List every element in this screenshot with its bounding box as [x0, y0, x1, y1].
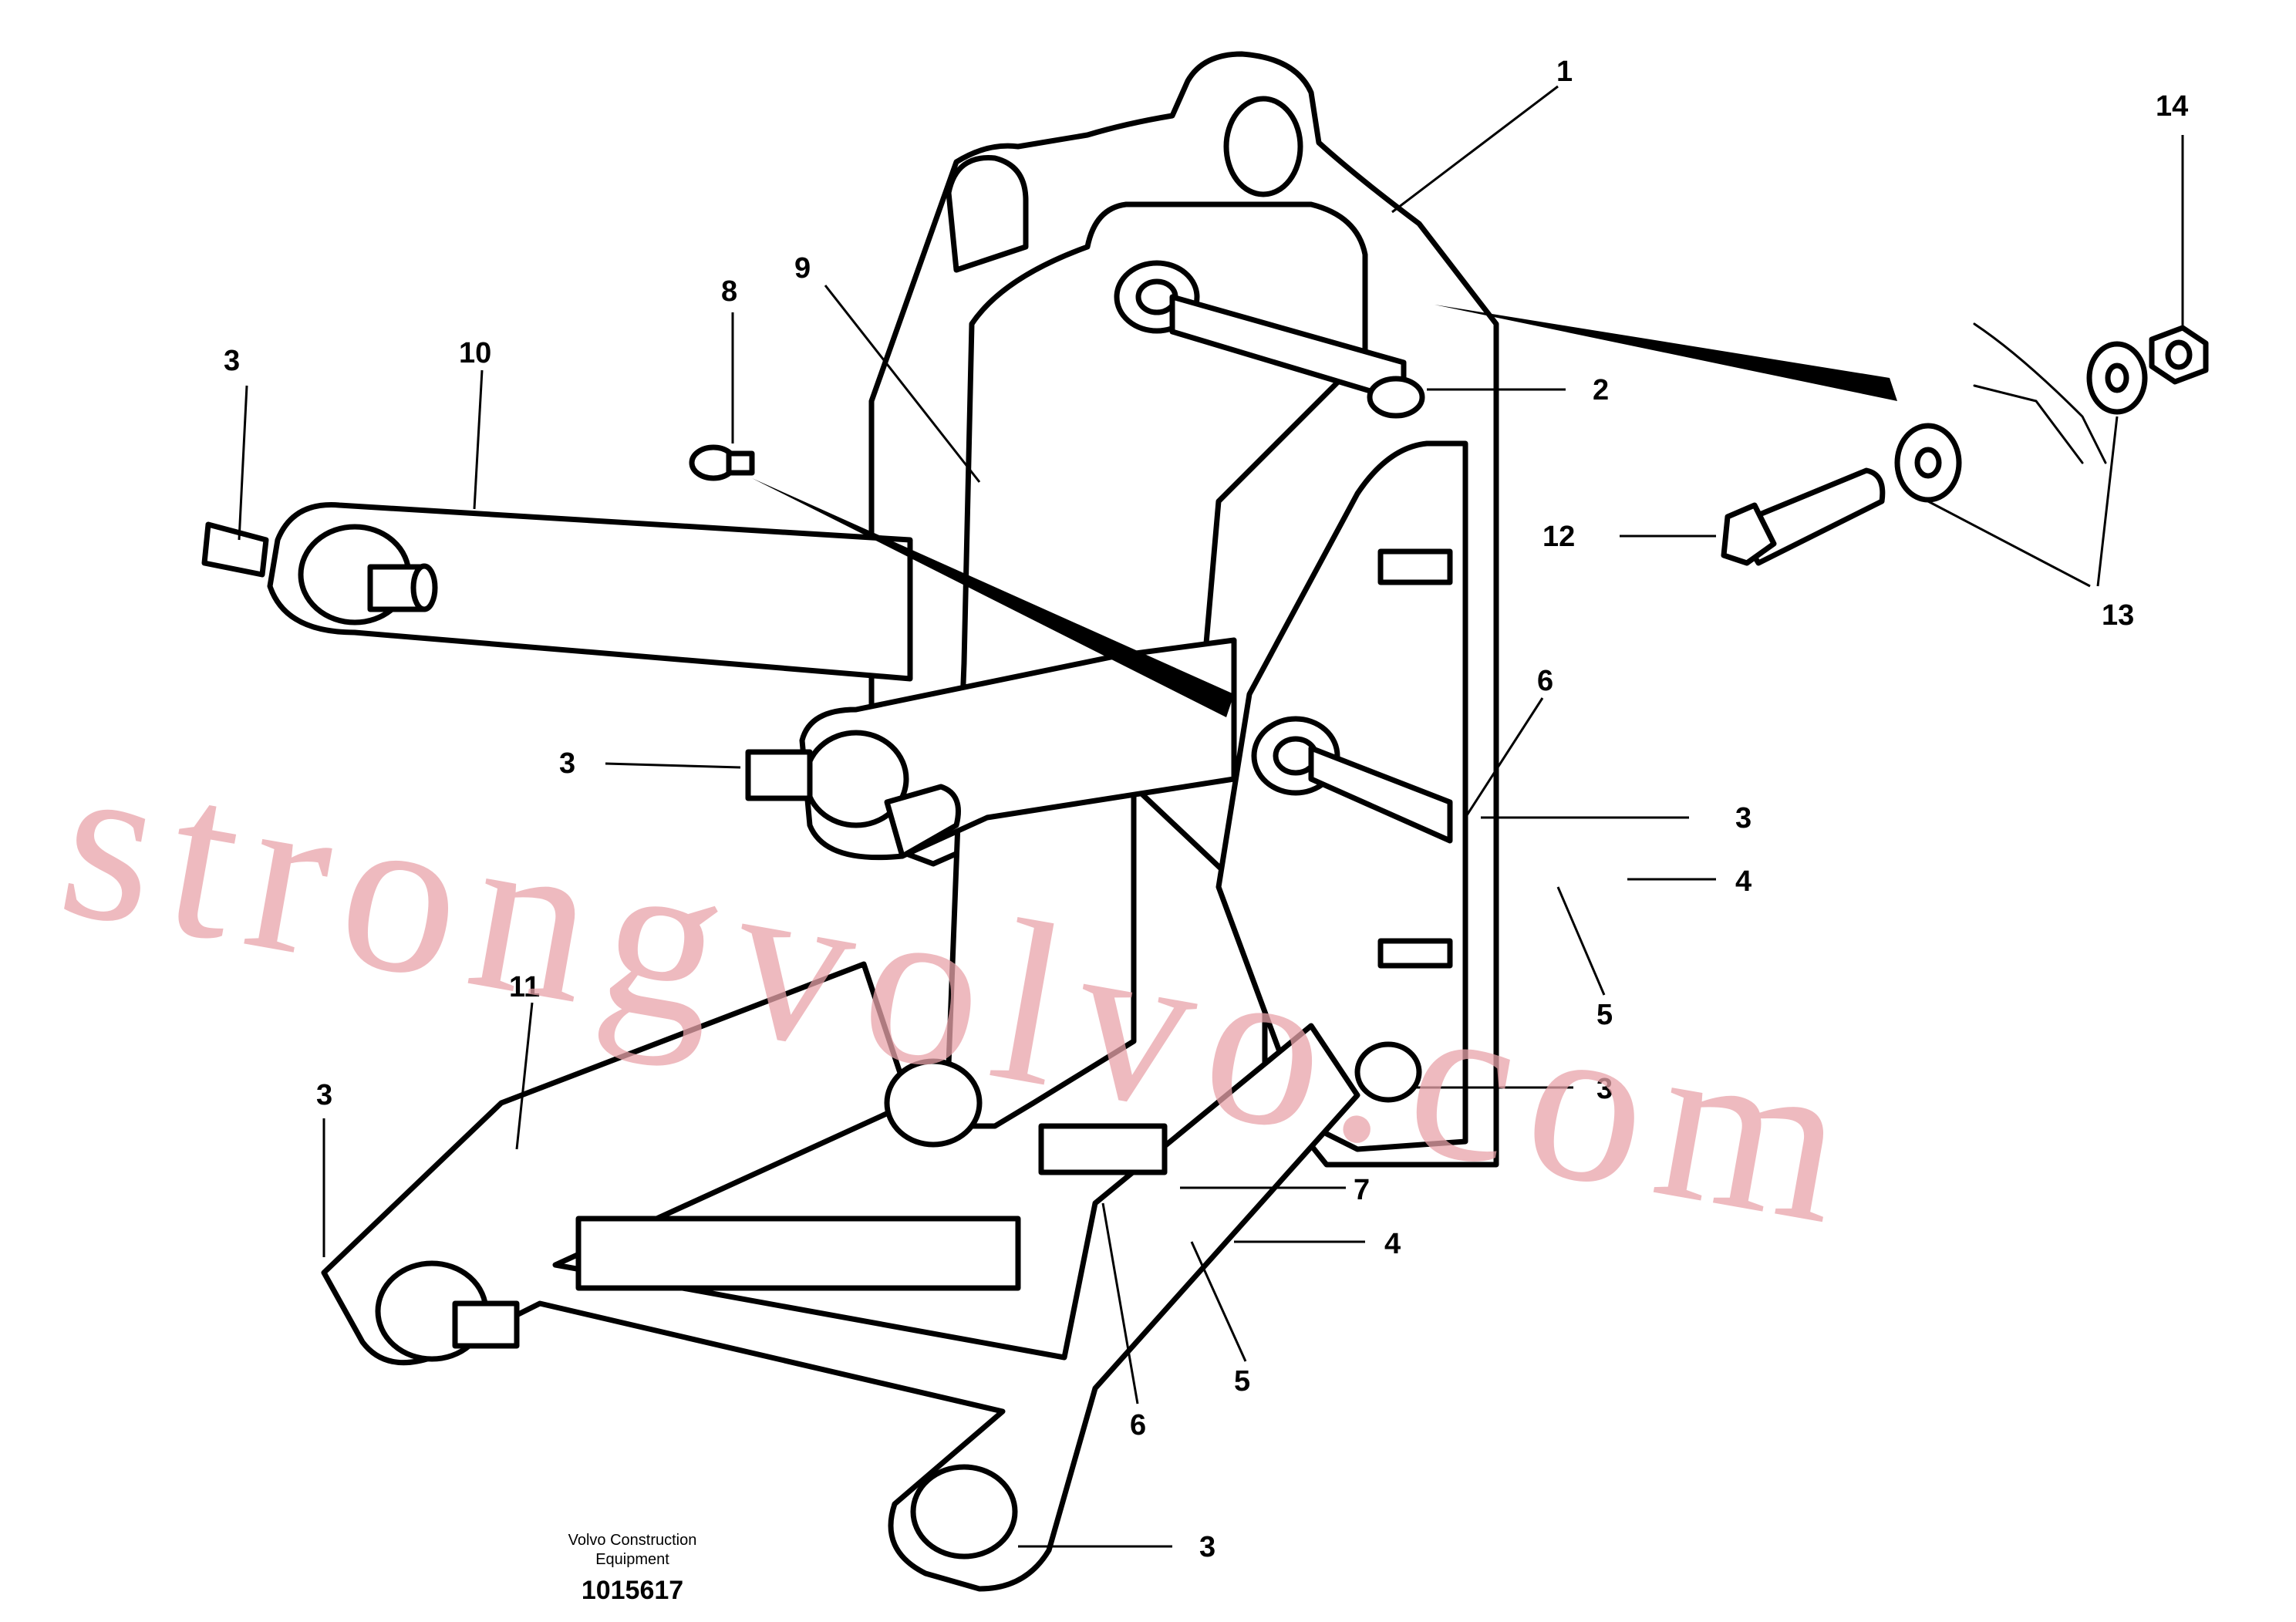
callout-3: 3 — [1596, 1073, 1613, 1105]
upper-arm — [201, 502, 913, 682]
callout-7: 7 — [1354, 1174, 1370, 1206]
callout-14: 14 — [2156, 90, 2188, 123]
callout-2: 2 — [1593, 374, 1609, 406]
detail-wedge-lower — [752, 478, 1234, 717]
callout-8: 8 — [721, 275, 737, 308]
callout-3: 3 — [1735, 802, 1752, 835]
detail-sketch — [1973, 322, 2107, 464]
document-number: 1015617 — [582, 1576, 683, 1605]
callout-1: 1 — [1556, 56, 1573, 88]
callout-3: 3 — [316, 1079, 332, 1111]
callout-3: 3 — [224, 345, 240, 377]
caption-line-2: Equipment — [595, 1551, 669, 1568]
middle-arm — [745, 637, 1237, 861]
callout-3: 3 — [1199, 1531, 1215, 1563]
callout-6: 6 — [1537, 665, 1553, 697]
right-front-plate — [1215, 440, 1468, 1152]
caption-line-1: Volvo Construction — [568, 1532, 697, 1549]
callout-13: 13 — [2102, 599, 2134, 632]
callout-4: 4 — [1735, 865, 1752, 898]
callout-5: 5 — [1596, 999, 1613, 1031]
callout-11: 11 — [509, 971, 540, 1003]
callout-5: 5 — [1234, 1365, 1250, 1398]
washer-13 — [1894, 341, 2148, 503]
bolt-12 — [1721, 467, 1886, 566]
callout-labels: 1 2 3 3 3 3 3 3 4 4 5 5 6 6 7 8 9 10 11 … — [224, 56, 2188, 1563]
lower-frame — [321, 961, 1360, 1592]
callout-10: 10 — [459, 337, 491, 369]
grease-nipple-8 — [689, 444, 755, 481]
callout-12: 12 — [1542, 521, 1575, 553]
callout-6: 6 — [1130, 1409, 1146, 1442]
nut-14 — [2149, 325, 2209, 385]
callout-9: 9 — [794, 252, 811, 285]
leader-lines — [238, 85, 2184, 1548]
callout-3: 3 — [559, 747, 575, 780]
callout-4: 4 — [1384, 1228, 1401, 1260]
detail-wedge-upper — [1435, 305, 1897, 401]
caption-block: Volvo Construction Equipment 1015617 — [568, 1532, 697, 1605]
